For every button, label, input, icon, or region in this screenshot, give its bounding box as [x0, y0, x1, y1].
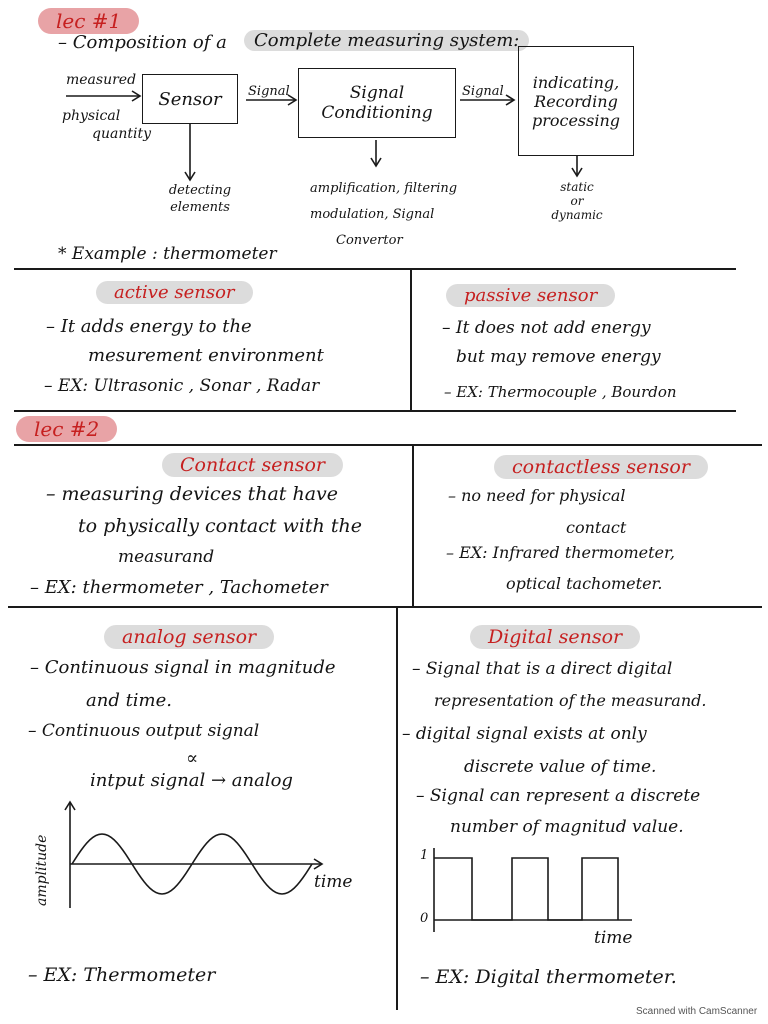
contact-line4: – EX: thermometer , Tachometer: [30, 577, 328, 598]
digital-line6: number of magnitud value.: [450, 817, 684, 837]
analog-sensor-title: analog sensor: [104, 625, 275, 649]
contactless-line2: contact: [566, 518, 627, 537]
divider-vertical: [396, 606, 398, 1010]
contactless-line3: – EX: Infrared thermometer,: [446, 543, 675, 562]
input-label-physical: physical: [62, 108, 121, 124]
analog-example: – EX: Thermometer: [28, 964, 216, 986]
digital-line5: – Signal can represent a discrete: [416, 786, 701, 806]
digital-xlabel: time: [594, 928, 633, 948]
right-arrow-icon: [246, 94, 298, 106]
digital-tick-0: 0: [420, 911, 429, 926]
contact-sensor-title: Contact sensor: [162, 453, 343, 477]
contactless-sensor-title: contactless sensor: [494, 455, 708, 479]
analog-signal-plot: [64, 800, 324, 908]
example-thermometer: * Example : thermometer: [58, 244, 277, 264]
down-arrow-icon: [370, 140, 382, 168]
indicating-note-line2: or: [570, 194, 584, 208]
divider-vertical: [412, 444, 414, 606]
contactless-line1: – no need for physical: [448, 486, 626, 505]
active-sensor-title: active sensor: [96, 281, 253, 304]
divider-vertical: [410, 268, 412, 410]
analog-proportional: ∝: [186, 748, 199, 769]
analog-line1: – Continuous signal in magnitude: [30, 657, 336, 678]
sensor-note-line2: elements: [170, 200, 230, 215]
y-axis: [64, 800, 76, 908]
divider: [14, 268, 736, 270]
indicating-note: static or dynamic: [544, 180, 610, 222]
conditioning-line1: Signal: [349, 83, 405, 103]
lec2-badge: lec #2: [16, 416, 118, 442]
analog-line5: intput signal → analog: [90, 770, 293, 791]
digital-example: – EX: Digital thermometer.: [420, 966, 677, 988]
conditioning-line2: Conditioning: [321, 103, 433, 123]
active-line3: – EX: Ultrasonic , Sonar , Radar: [44, 376, 320, 396]
contact-line1: – measuring devices that have: [46, 483, 339, 505]
composition-highlight: Complete measuring system:: [244, 30, 530, 51]
contact-line3: measurand: [118, 547, 215, 567]
passive-line3: – EX: Thermocouple , Bourdon: [444, 383, 677, 401]
indicating-line3: processing: [531, 110, 621, 130]
digital-signal-plot: [433, 848, 632, 932]
conditioning-note-line3: Convertor: [336, 233, 403, 248]
conditioning-note-line1: amplification, filtering: [310, 181, 458, 196]
right-arrow-icon: [460, 94, 516, 106]
conditioning-note-line2: modulation, Signal: [310, 207, 435, 222]
sensor-note: detecting elements: [160, 182, 240, 216]
camscanner-watermark: Scanned with CamScanner: [636, 1006, 758, 1017]
divider: [14, 410, 736, 412]
conditioning-note: amplification, filtering modulation, Sig…: [310, 176, 470, 254]
diagram-arrows: [66, 90, 583, 182]
sensor-label: Sensor: [158, 88, 222, 110]
sensor-box: Sensor: [142, 74, 238, 124]
passive-line1: – It does not add energy: [442, 318, 651, 338]
digital-line1: – Signal that is a direct digital: [412, 659, 673, 679]
input-label-measured: measured: [66, 72, 137, 88]
x-axis: [70, 858, 324, 870]
indicating-line2: Recording: [534, 91, 618, 111]
analog-ylabel: amplitude: [34, 834, 50, 906]
analog-line3: – Continuous output signal: [28, 721, 260, 741]
arrow2-label: Signal: [462, 84, 504, 99]
active-line2: mesurement environment: [88, 345, 324, 366]
divider: [8, 606, 762, 608]
indicating-note-line3: dynamic: [551, 208, 603, 222]
sine-wave: [71, 833, 313, 895]
indicating-box: indicating, Recording processing: [518, 46, 634, 156]
digital-line4: discrete value of time.: [464, 757, 657, 777]
digital-tick-1: 1: [420, 848, 429, 863]
passive-sensor-title: passive sensor: [446, 284, 616, 307]
indicating-line1: indicating,: [532, 72, 620, 92]
active-line1: – It adds energy to the: [46, 316, 252, 337]
arrow1-label: Signal: [248, 84, 290, 99]
passive-line2: but may remove energy: [456, 347, 661, 367]
signal-conditioning-box: Signal Conditioning: [298, 68, 456, 138]
right-arrow-icon: [66, 90, 142, 102]
digital-line2: representation of the measurand.: [434, 691, 707, 710]
indicating-note-line1: static: [560, 180, 594, 194]
divider: [14, 444, 762, 446]
square-wave: [434, 857, 619, 921]
contactless-line4: optical tachometer.: [506, 574, 663, 593]
lec1-badge: lec #1: [38, 8, 140, 34]
digital-sensor-title: Digital sensor: [470, 625, 641, 649]
composition-prefix: – Composition of a: [58, 32, 227, 53]
sensor-note-line1: detecting: [168, 183, 232, 198]
contact-line2: to physically contact with the: [78, 515, 362, 537]
analog-xlabel: time: [314, 872, 353, 892]
digital-line3: – digital signal exists at only: [402, 724, 647, 744]
input-label-quantity: quantity: [92, 126, 151, 142]
down-arrow-icon: [571, 156, 583, 178]
down-arrow-icon: [184, 124, 196, 182]
analog-line2: and time.: [86, 690, 173, 711]
